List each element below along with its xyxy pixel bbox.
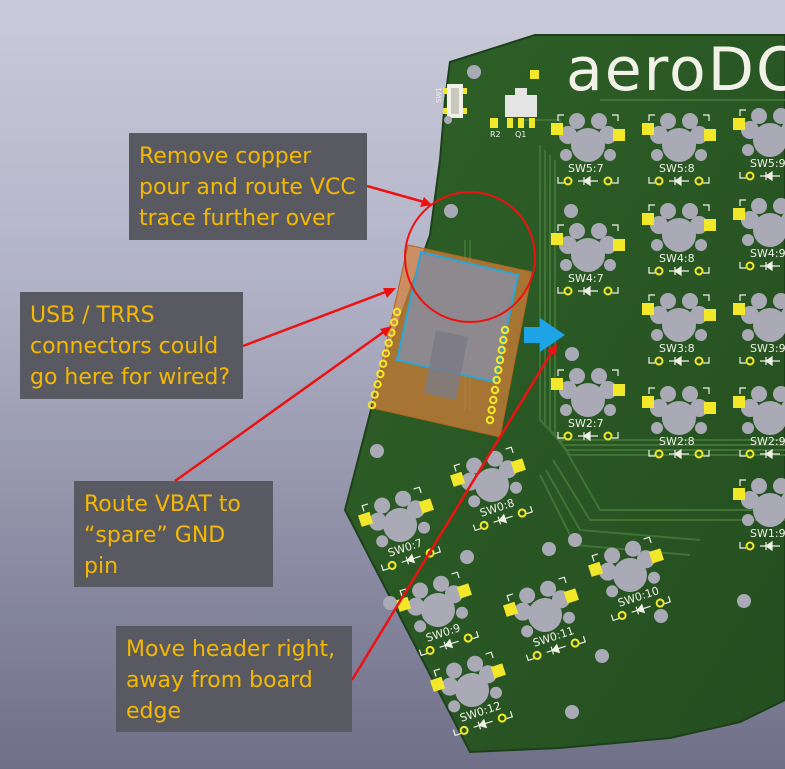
switch-label: SW5:9 — [750, 157, 785, 170]
key-switch: SW2:7 — [551, 368, 625, 442]
switch-label: SW2:7 — [568, 417, 604, 430]
key-switch: SW2:9 — [733, 386, 785, 460]
callout-vbat: Route VBAT to “spare” GND pin — [74, 481, 273, 587]
callout-usb-trrs: USB / TRRS connectors could go here for … — [20, 292, 243, 399]
switch-label: SW3:8 — [659, 342, 695, 355]
key-switch: SW4:9 — [733, 198, 785, 272]
key-switch: SW5:8 — [642, 113, 716, 187]
key-switch: SW5:9 — [733, 108, 785, 182]
callout-copper-pour: Remove copper pour and route VCC trace f… — [129, 133, 367, 240]
key-switch: SW4:8 — [642, 203, 716, 277]
top-components — [443, 65, 539, 128]
switch-label: SW2:8 — [659, 435, 695, 448]
callout-move-header: Move header right, away from board edge — [116, 626, 352, 732]
switch-label: SW5:7 — [568, 162, 604, 175]
mounting-holes — [370, 204, 751, 719]
mcu-module — [367, 244, 533, 438]
switch-label: SW4:9 — [750, 247, 785, 260]
switch-label: SW4:7 — [568, 272, 604, 285]
board-logo: aeroDC — [566, 35, 785, 105]
key-switch: SW1:9 — [733, 478, 785, 552]
highlight-circle — [404, 191, 536, 323]
switch-label: SW1:9 — [750, 527, 785, 540]
label-sw1: SW1 — [435, 87, 443, 103]
switch-label: SW4:8 — [659, 252, 695, 265]
key-switch: SW4:7 — [551, 223, 625, 297]
label-q1: Q1 — [515, 130, 526, 139]
switch-label: SW5:8 — [659, 162, 695, 175]
switch-label: SW2:9 — [750, 435, 785, 448]
key-switch: SW3:9 — [733, 293, 785, 367]
move-right-arrow — [524, 318, 565, 352]
key-switch: SW5:7 — [551, 113, 625, 187]
label-r2: R2 — [490, 130, 501, 139]
key-switch: SW2:8 — [642, 386, 716, 460]
switch-label: SW3:9 — [750, 342, 785, 355]
annotation-arrows — [174, 184, 557, 681]
key-switch: SW0:8 — [450, 446, 534, 532]
key-switch: SW3:8 — [642, 293, 716, 367]
